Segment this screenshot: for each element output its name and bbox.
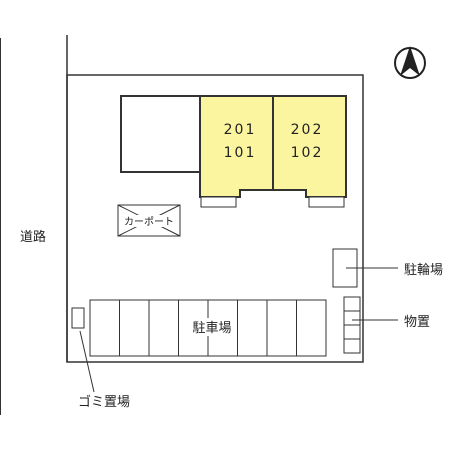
garbage-label: ゴミ置場 — [78, 394, 130, 410]
unit-202-102 — [272, 95, 347, 198]
garbage-leader-line — [79, 330, 95, 393]
parking-label: 駐車場 — [192, 321, 231, 336]
unit-202-label: 202 — [291, 122, 324, 138]
carport: カーポート — [117, 204, 181, 237]
unit-202-102-step — [308, 196, 345, 208]
road-label: 道路 — [20, 229, 46, 245]
unit-101-label: 101 — [224, 145, 257, 161]
carport-label: カーポート — [124, 216, 174, 228]
unit-201-label: 201 — [224, 122, 257, 138]
north-arrow-icon — [394, 46, 426, 79]
parking-area: 駐車場 — [89, 299, 327, 357]
storage-shed — [343, 296, 361, 354]
unit-201-101-step — [200, 196, 237, 208]
bike-parking-label: 駐輪場 — [404, 262, 443, 278]
white-building — [120, 95, 201, 173]
garbage-area — [71, 307, 85, 329]
unit-102-label: 102 — [291, 145, 324, 161]
site-boundary — [66, 74, 364, 363]
storage-label: 物置 — [404, 315, 430, 330]
